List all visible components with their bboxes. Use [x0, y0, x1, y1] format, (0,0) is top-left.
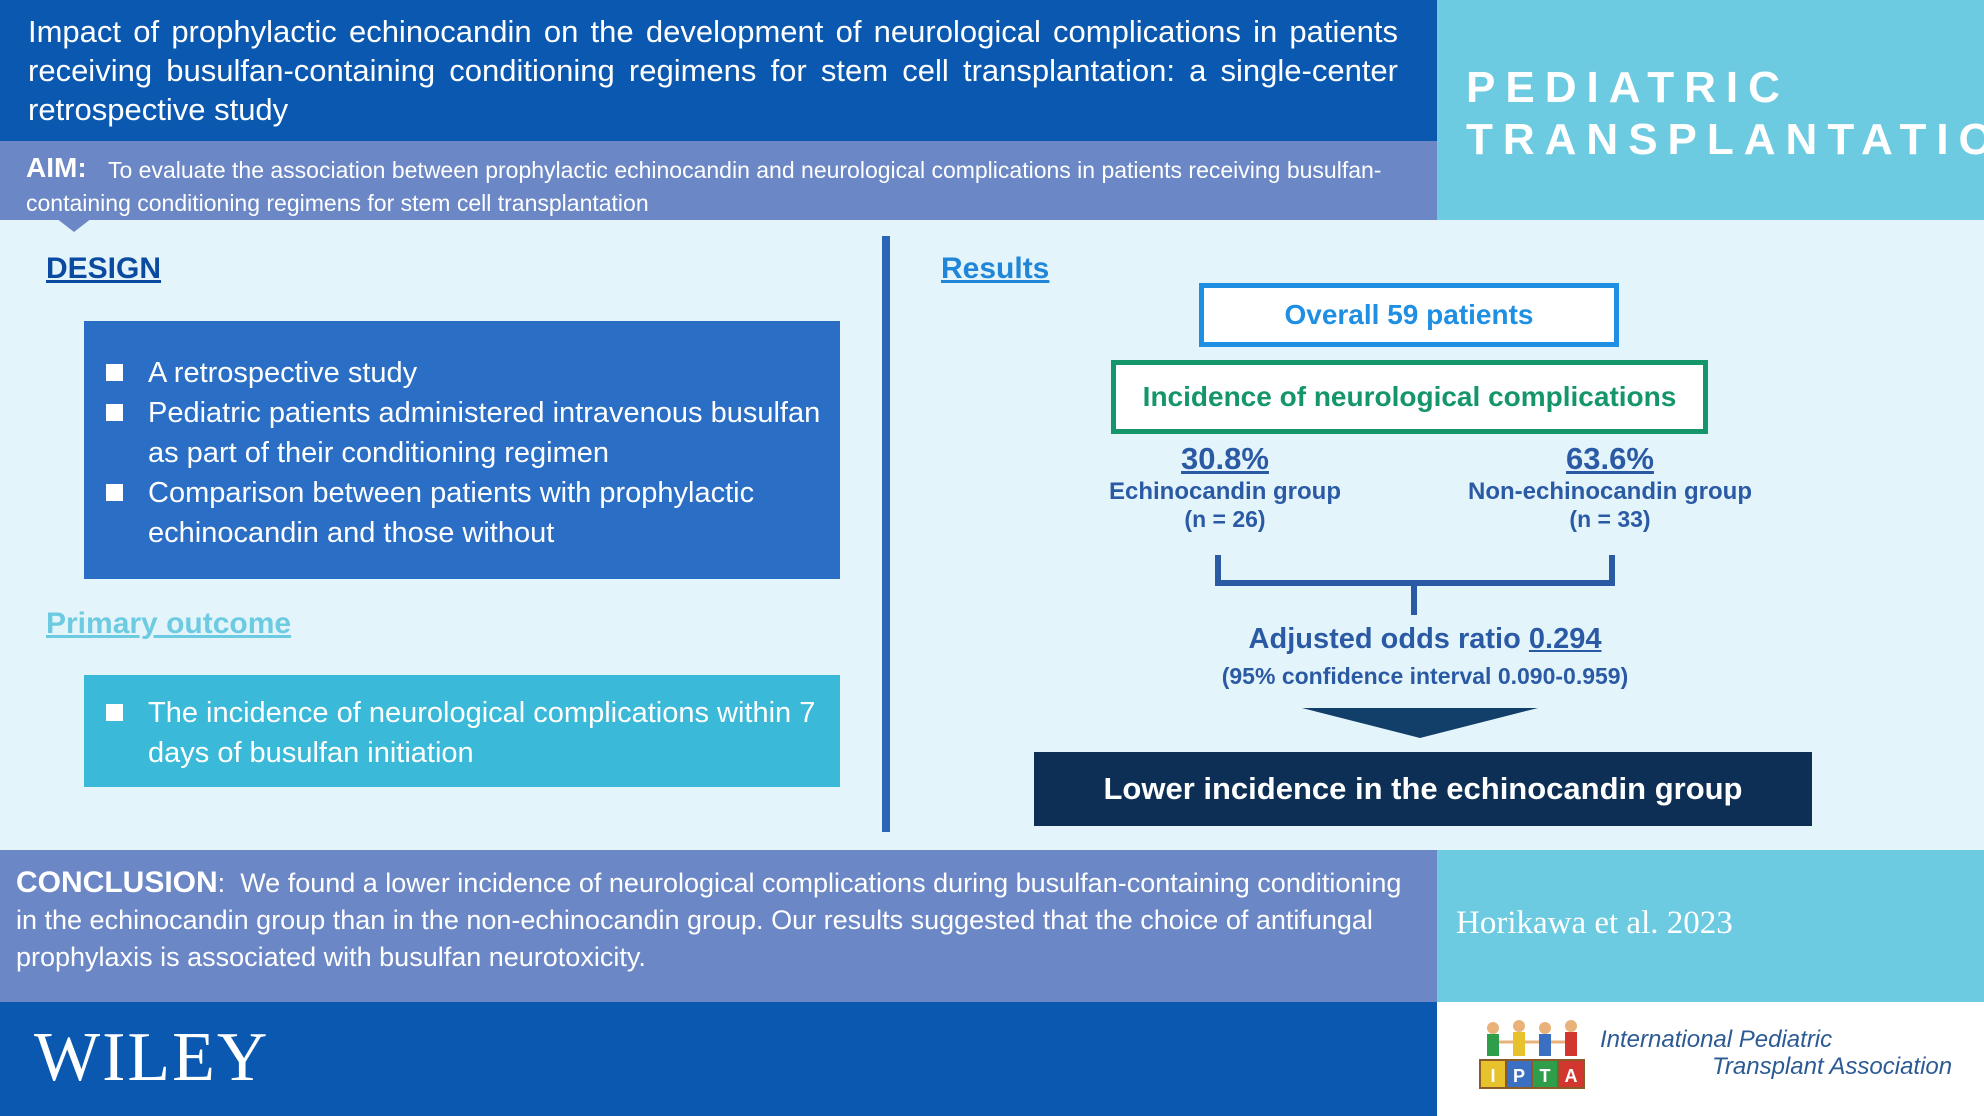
ipta-logo-icon: I P T A — [1479, 1020, 1585, 1089]
odds-ratio-label: Adjusted odds ratio — [1248, 623, 1521, 655]
non-echinocandin-n: (n = 33) — [1569, 506, 1651, 532]
title-band — [0, 0, 1437, 141]
incidence-box: Incidence of neurological complications — [1111, 360, 1708, 434]
conclusion: CONCLUSION: We found a lower incidence o… — [16, 864, 1416, 976]
design-heading: DESIGN — [46, 252, 162, 285]
primary-outcome-heading: Primary outcome — [46, 607, 292, 640]
footer-band — [0, 1002, 1437, 1116]
journal-name: PEDIATRIC TRANSPLANTATION — [1466, 62, 1984, 166]
conclusion-label: CONCLUSION — [16, 866, 218, 899]
echinocandin-group: 30.8% Echinocandin group (n = 26) — [1085, 441, 1365, 533]
aim-band — [0, 141, 1437, 220]
wiley-logo: WILEY — [34, 1019, 270, 1096]
echinocandin-n: (n = 26) — [1184, 506, 1266, 532]
aim-pointer — [56, 218, 92, 232]
overall-patients-box: Overall 59 patients — [1199, 283, 1619, 347]
aim-label: AIM: — [26, 152, 87, 183]
bullet-square-icon — [106, 704, 123, 721]
list-item: A retrospective study — [84, 353, 840, 393]
ipta-name: International Pediatric Transplant Assoc… — [1600, 1026, 1952, 1080]
design-item-text: Pediatric patients administered intraven… — [148, 397, 821, 469]
primary-outcome-box — [84, 675, 840, 787]
odds-ratio-value: 0.294 — [1528, 623, 1602, 655]
primary-outcome-list: The incidence of neurological complicati… — [84, 693, 840, 773]
conclusion-text: We found a lower incidence of neurologic… — [16, 868, 1402, 972]
journal-name-line2: TRANSPLANTATION — [1466, 115, 1984, 164]
confidence-interval: (95% confidence interval 0.090-0.959) — [1221, 663, 1629, 689]
comparison-bracket — [1215, 555, 1615, 615]
citation-band — [1437, 850, 1984, 1002]
ipta-block-letter: I — [1490, 1066, 1495, 1086]
result-conclusion-box: Lower incidence in the echinocandin grou… — [1034, 752, 1812, 826]
ipta-block-letter: P — [1513, 1066, 1525, 1086]
echinocandin-percent: 30.8% — [1181, 441, 1269, 476]
citation: Horikawa et al. 2023 — [1456, 905, 1733, 941]
design-list: A retrospective study Pediatric patients… — [84, 353, 840, 553]
ipta-name-line1: International Pediatric — [1600, 1026, 1833, 1053]
non-echinocandin-percent: 63.6% — [1566, 441, 1654, 476]
list-item: Comparison between patients with prophyl… — [84, 473, 840, 553]
conclusion-colon: : — [217, 868, 241, 898]
conclusion-band — [0, 850, 1437, 1002]
outcome-item-text: The incidence of neurological complicati… — [148, 697, 816, 769]
journal-band — [1437, 0, 1984, 220]
bullet-square-icon — [106, 364, 123, 381]
design-box — [84, 321, 840, 579]
non-echinocandin-label: Non-echinocandin group — [1468, 478, 1752, 505]
results-heading: Results — [941, 252, 1050, 285]
list-item: The incidence of neurological complicati… — [84, 693, 840, 773]
ipta-name-line2: Transplant Association — [1712, 1053, 1953, 1080]
design-item-text: Comparison between patients with prophyl… — [148, 477, 755, 549]
down-arrow-icon — [1302, 708, 1538, 738]
journal-name-line1: PEDIATRIC — [1466, 63, 1790, 112]
column-divider — [882, 236, 890, 832]
design-item-text: A retrospective study — [148, 357, 418, 389]
bullet-square-icon — [106, 484, 123, 501]
aim-text: To evaluate the association between prop… — [26, 157, 1382, 216]
ipta-block-letter: T — [1540, 1066, 1551, 1086]
page-title: Impact of prophylactic echinocandin on t… — [28, 14, 1398, 127]
echinocandin-label: Echinocandin group — [1109, 478, 1341, 505]
non-echinocandin-group: 63.6% Non-echinocandin group (n = 33) — [1440, 441, 1780, 533]
odds-ratio-line: Adjusted odds ratio 0.294 — [1100, 623, 1750, 656]
bullet-square-icon — [106, 404, 123, 421]
ipta-block-letter: A — [1565, 1066, 1578, 1086]
list-item: Pediatric patients administered intraven… — [84, 393, 840, 473]
